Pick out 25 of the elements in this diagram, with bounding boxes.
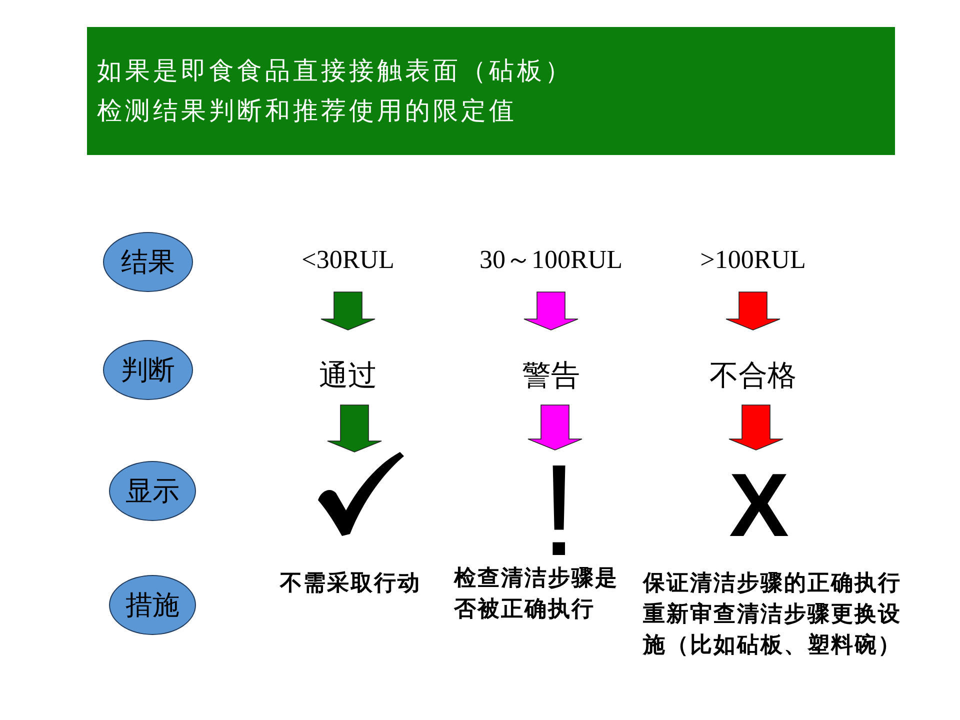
verdict-text: 警告 [522, 330, 580, 405]
threshold-value: 30～100RUL [480, 238, 622, 292]
verdict-text: 通过 [319, 330, 377, 405]
checkmark-icon [318, 452, 404, 536]
action-text: 检查清洁步骤是否被正确执行 [454, 564, 620, 623]
action-text: 保证清洁步骤的正确执行重新审查清洁步骤更换设施（比如砧板、塑料碗） [643, 569, 902, 659]
threshold-value: <30RUL [302, 238, 394, 292]
title-text: 检测结果判断和推荐使用的限定值 [97, 97, 517, 127]
block-arrow [726, 292, 780, 330]
threshold-value: >100RUL [700, 238, 806, 292]
action-text: 不需采取行动 [280, 569, 422, 597]
verdict-text: 不合格 [710, 330, 796, 405]
block-arrow [320, 292, 376, 330]
block-arrow [524, 292, 578, 330]
block-arrow [728, 404, 784, 450]
row-heading-oval: 显示 [109, 461, 196, 521]
cross-mark: X [728, 450, 790, 542]
title-banner [87, 27, 895, 155]
row-heading-oval: 判断 [103, 340, 193, 400]
row-heading-oval: 结果 [103, 232, 193, 292]
block-arrow [528, 404, 582, 450]
block-arrow [327, 404, 382, 452]
row-heading-oval: 措施 [109, 575, 196, 635]
exclamation-mark: ! [540, 450, 578, 562]
title-text: 如果是即食食品直接接触表面（砧板） [97, 57, 573, 87]
